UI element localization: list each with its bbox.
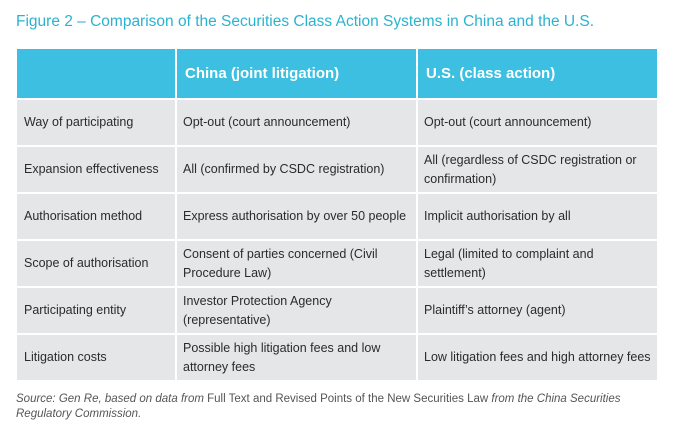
header-cell-empty (17, 49, 177, 99)
table-row: Authorisation method Express authorisati… (17, 192, 657, 240)
row-label: Litigation costs (17, 333, 177, 380)
china-cell: All (confirmed by CSDC registration) (176, 145, 418, 193)
us-cell: Opt-out (court announcement) (417, 98, 657, 146)
us-cell: Implicit authorisation by all (417, 192, 657, 240)
header-cell-china: China (joint litigation) (176, 49, 418, 99)
source-suffix: from the China Securities Regulatory Com… (16, 393, 621, 420)
row-label: Expansion effectiveness (17, 145, 177, 193)
table-row: Scope of authorisation Consent of partie… (17, 239, 657, 287)
us-cell: Low litigation fees and high attorney fe… (417, 333, 657, 380)
table-header-row: China (joint litigation) U.S. (class act… (17, 49, 657, 99)
table-row: Participating entity Investor Protection… (17, 286, 657, 334)
row-label: Way of participating (17, 98, 177, 146)
table-row: Expansion effectiveness All (confirmed b… (17, 145, 657, 193)
china-cell: Possible high litigation fees and low at… (176, 333, 418, 380)
comparison-table: China (joint litigation) U.S. (class act… (17, 49, 657, 380)
source-prefix: Source: Gen Re, based on data from (16, 393, 208, 405)
table-row: Way of participating Opt-out (court anno… (17, 98, 657, 146)
us-cell: Plaintiff’s attorney (agent) (417, 286, 657, 334)
row-label: Participating entity (17, 286, 177, 334)
china-cell: Opt-out (court announcement) (176, 98, 418, 146)
china-cell: Consent of parties concerned (Civil Proc… (176, 239, 418, 287)
us-cell: All (regardless of CSDC registration or … (417, 145, 657, 193)
us-cell: Legal (limited to complaint and settleme… (417, 239, 657, 287)
figure-title: Figure 2 – Comparison of the Securities … (16, 13, 595, 30)
row-label: Authorisation method (17, 192, 177, 240)
china-cell: Investor Protection Agency (representati… (176, 286, 418, 334)
table-row: Litigation costs Possible high litigatio… (17, 333, 657, 380)
row-label: Scope of authorisation (17, 239, 177, 287)
china-cell: Express authorisation by over 50 people (176, 192, 418, 240)
source-note: Source: Gen Re, based on data from Full … (16, 392, 656, 422)
header-cell-us: U.S. (class action) (417, 49, 657, 99)
source-document: Full Text and Revised Points of the New … (207, 393, 489, 405)
